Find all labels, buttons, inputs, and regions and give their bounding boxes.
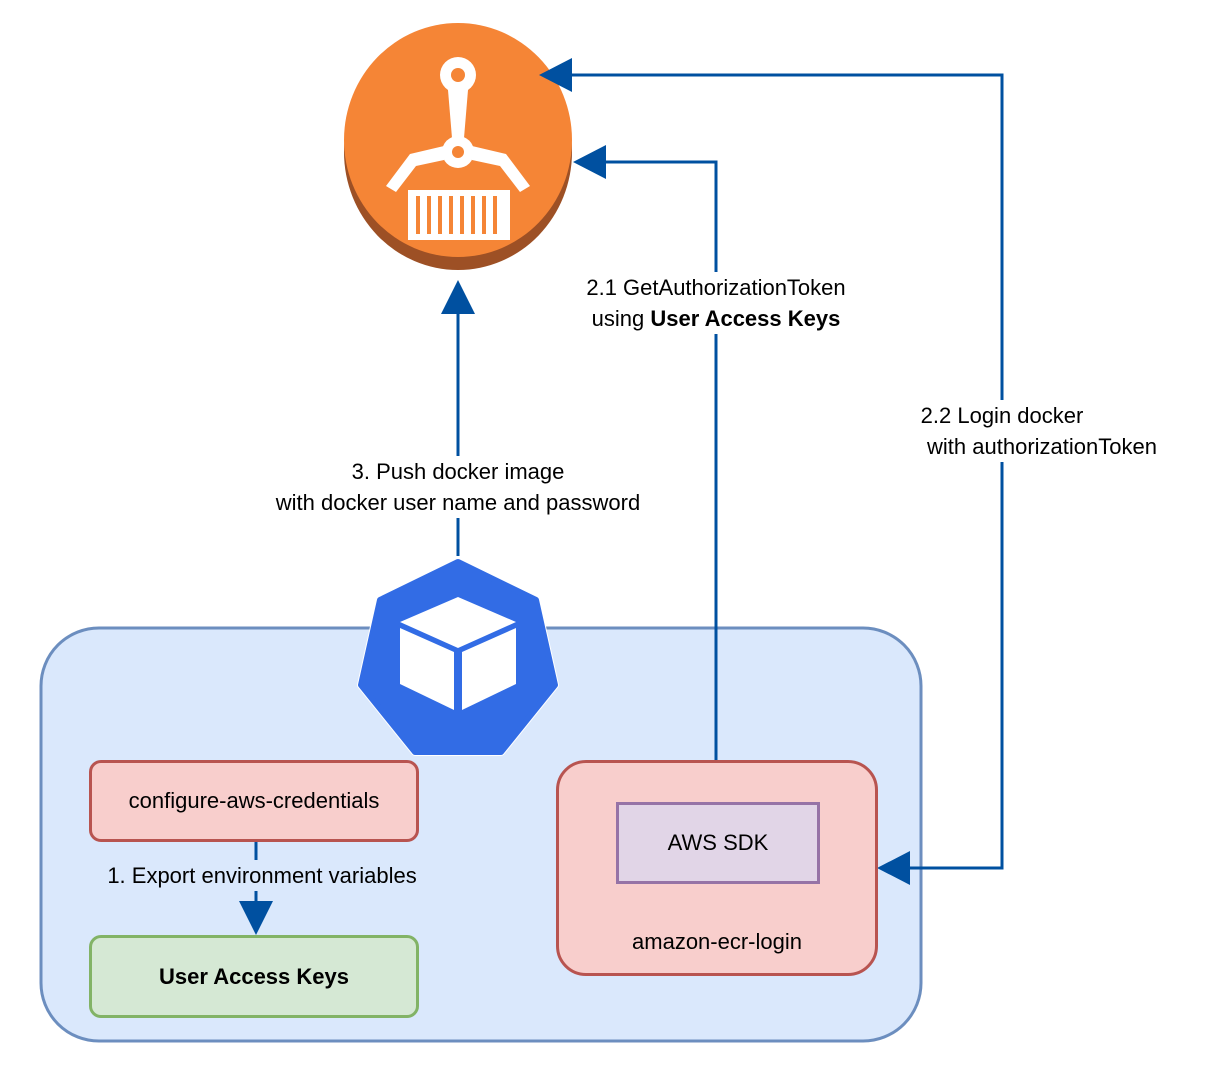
push-label-line1: 3. Push docker image: [351, 459, 565, 484]
user-access-keys-node[interactable]: User Access Keys: [89, 935, 419, 1018]
arrowhead-ecr-bottom: [441, 280, 475, 314]
login-connector: [572, 73, 1004, 870]
get-token-label-prefix: using: [591, 306, 651, 331]
export-label-line: 1. Export environment variables: [107, 863, 417, 888]
amazon-ecr-login-label: amazon-ecr-login: [632, 929, 802, 954]
aws-sdk-node[interactable]: AWS SDK: [616, 802, 820, 884]
arrowhead-user-keys: [239, 901, 273, 935]
get-token-label-bold: User Access Keys: [650, 306, 841, 331]
arrowhead-ecr-login: [877, 851, 910, 885]
login-label-line2: with authorizationToken: [927, 434, 1157, 459]
configure-aws-credentials-node[interactable]: configure-aws-credentials: [89, 760, 419, 842]
arrowhead-ecr-mid: [573, 145, 606, 179]
get-token-label-line1: 2.1 GetAuthorizationToken: [586, 275, 846, 300]
export-label: 1. Export environment variables: [86, 860, 438, 891]
arrowhead-ecr-top: [539, 58, 572, 92]
get-token-label: 2.1 GetAuthorizationToken using User Acc…: [566, 272, 866, 334]
kubernetes-cube-icon: [357, 558, 559, 756]
user-access-keys-label: User Access Keys: [159, 963, 349, 989]
get-token-label-line2: using User Access Keys: [566, 303, 866, 334]
push-label: 3. Push docker image with docker user na…: [248, 456, 668, 518]
aws-sdk-label: AWS SDK: [667, 830, 769, 855]
amazon-ecr-registry-icon: [344, 23, 572, 270]
configure-aws-credentials-label: configure-aws-credentials: [128, 788, 380, 813]
login-label-2: with authorizationToken: [892, 431, 1192, 462]
login-label: 2.2 Login docker: [902, 400, 1102, 431]
get-token-connector: [606, 160, 718, 770]
login-label-line1: 2.2 Login docker: [920, 403, 1084, 428]
push-label-line2: with docker user name and password: [275, 490, 641, 515]
